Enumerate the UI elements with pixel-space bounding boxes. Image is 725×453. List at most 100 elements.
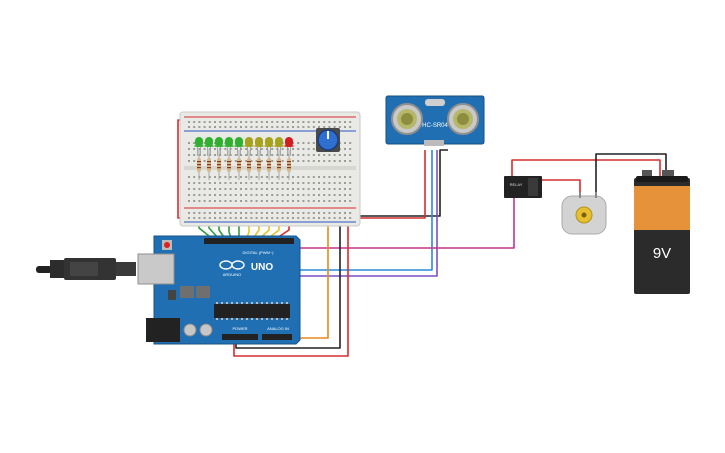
chip-pin [221,318,223,320]
breadboard-hole [245,160,248,162]
breadboard-hole [240,212,242,214]
breadboard-hole [271,160,274,162]
breadboard-hole [318,160,320,162]
breadboard-hole [188,176,190,178]
breadboard-hole [292,212,294,214]
breadboard-hole [312,154,315,156]
breadboard-hole [349,142,352,144]
breadboard-hole [276,126,279,128]
breadboard-hole [349,194,352,196]
breadboard-hole [328,154,331,156]
breadboard-hole [292,188,294,190]
breadboard-hole [245,121,248,123]
breadboard-hole [344,176,346,178]
relay: RELAY [504,176,542,198]
breadboard-hole [203,121,206,123]
breadboard-hole [260,176,263,178]
breadboard-hole [229,194,232,196]
breadboard-hole [297,126,300,128]
breadboard-hole [328,194,331,196]
led [234,137,244,156]
ultrasonic-sensor: HC-SR04 [385,95,485,146]
breadboard-hole [323,160,326,162]
breadboard-hole [302,200,305,202]
chip-pin [281,302,283,304]
breadboard-hole [255,188,258,190]
breadboard-hole [349,154,352,156]
breadboard-hole [302,142,305,144]
breadboard-hole [229,126,232,128]
breadboard-hole [208,217,211,219]
breadboard-hole [224,188,227,190]
breadboard-hole [245,212,248,214]
breadboard-hole [302,154,305,156]
chip-pin [226,302,228,304]
battery-voltage-label: 9V [653,245,671,262]
breadboard-hole [229,121,232,123]
breadboard-hole [193,121,196,123]
breadboard-hole [224,200,227,202]
breadboard-hole [349,148,352,150]
breadboard-hole [266,176,268,178]
breadboard-hole [203,188,206,190]
breadboard-hole [193,188,196,190]
breadboard-hole [271,148,274,150]
resistor [207,150,211,180]
breadboard-hole [349,160,352,162]
breadboard-hole [338,188,341,190]
chip-pin [266,302,268,304]
breadboard-hole [312,182,315,184]
breadboard-hole [203,217,206,219]
chip-pin [286,302,288,304]
breadboard-hole [214,121,216,123]
breadboard-hole [333,154,336,156]
breadboard-hole [297,142,300,144]
breadboard-hole [338,200,341,202]
breadboard-hole [234,176,237,178]
arduino-header-analog: ANALOG IN [267,326,289,331]
breadboard-hole [297,194,300,196]
wire-red-sensor-vcc [346,150,426,219]
breadboard-hole [260,194,263,196]
breadboard-hole [333,212,336,214]
breadboard-hole [281,148,284,150]
breadboard-hole [349,121,352,123]
breadboard-hole [224,126,227,128]
breadboard-hole [333,160,336,162]
breadboard-hole [318,217,320,219]
breadboard-hole [203,160,206,162]
breadboard-hole [292,194,294,196]
breadboard-hole [234,148,237,150]
breadboard-hole [281,126,284,128]
chip-pin [231,302,233,304]
chip-pin [236,318,238,320]
breadboard-hole [338,121,341,123]
breadboard-hole [349,188,352,190]
breadboard-hole [292,176,294,178]
breadboard-hole [188,182,190,184]
breadboard-hole [276,212,279,214]
breadboard-hole [240,194,242,196]
resistor [287,150,291,180]
breadboard-hole [214,200,216,202]
breadboard-hole [208,182,211,184]
breadboard-hole [297,160,300,162]
led [204,137,214,156]
breadboard-hole [312,142,315,144]
breadboard-hole [307,217,310,219]
breadboard-hole [344,217,346,219]
breadboard-hole [234,212,237,214]
breadboard-hole [349,176,352,178]
potentiometer[interactable] [316,128,340,152]
breadboard-hole [297,212,300,214]
wire-purple-sensor [288,150,438,277]
breadboard-hole [193,142,196,144]
breadboard-hole [260,160,263,162]
breadboard-hole [188,154,190,156]
breadboard-hole [297,176,300,178]
chip-pin [266,318,268,320]
breadboard-hole [307,154,310,156]
led [224,137,234,156]
breadboard-hole [338,217,341,219]
breadboard-hole [318,126,320,128]
